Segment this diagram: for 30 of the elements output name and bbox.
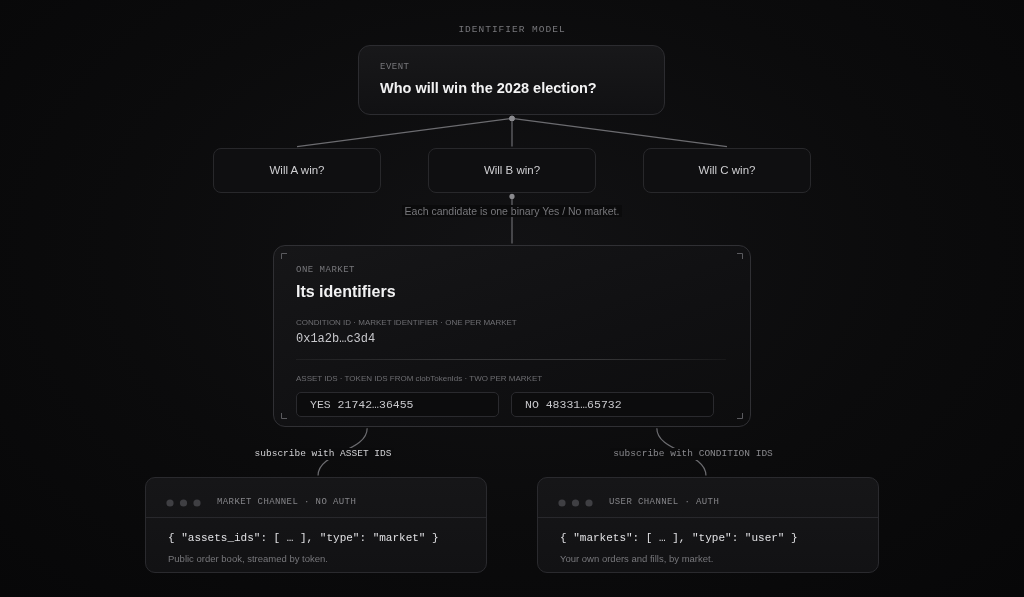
token-id-box	[511, 392, 714, 417]
category-label: ONE MARKET	[296, 265, 355, 276]
channel-header: MARKET CHANNEL · NO AUTH	[217, 497, 357, 508]
question-card	[643, 148, 811, 193]
event-question: Who will win the 2028 election?	[380, 80, 597, 98]
field-label: CONDITION ID · MARKET IDENTIFIER · ONE PER MARKET	[296, 318, 517, 328]
token-id-box	[296, 392, 499, 417]
channel-description: Your own orders and fills, by market.	[560, 553, 714, 565]
token-id: NO 48331…65732	[525, 397, 622, 412]
code-snippet: { "assets_ids": [ … ], "type": "market" }	[168, 532, 439, 546]
market-question: Will C win?	[698, 163, 756, 178]
channel-card	[145, 477, 487, 573]
channel-card	[537, 477, 879, 573]
question-card	[428, 148, 596, 193]
code-snippet: { "markets": [ … ], "type": "user" }	[560, 532, 798, 546]
event-card	[358, 45, 665, 115]
channel-header: USER CHANNEL · AUTH	[609, 497, 720, 508]
connector-line	[509, 115, 728, 148]
card-heading: Its identifiers	[296, 282, 396, 302]
question-card	[213, 148, 381, 193]
diagram-title: IDENTIFIER MODEL	[458, 24, 566, 35]
category-label: EVENT	[380, 62, 410, 73]
channel-description: Public order book, streamed by token.	[168, 553, 328, 565]
field-label: ASSET IDS · TOKEN IDS FROM clobTokenIds · TWO PER MARKET	[296, 374, 543, 384]
edge-label: Each candidate is one binary Yes / No market.	[401, 204, 623, 218]
market-question: Will A win?	[269, 163, 325, 178]
token-id: YES 21742…36455	[310, 397, 414, 412]
market-question: Will B win?	[483, 163, 541, 178]
condition-id-value: 0x1a2b…c3d4	[296, 332, 376, 347]
market-card	[273, 245, 751, 427]
